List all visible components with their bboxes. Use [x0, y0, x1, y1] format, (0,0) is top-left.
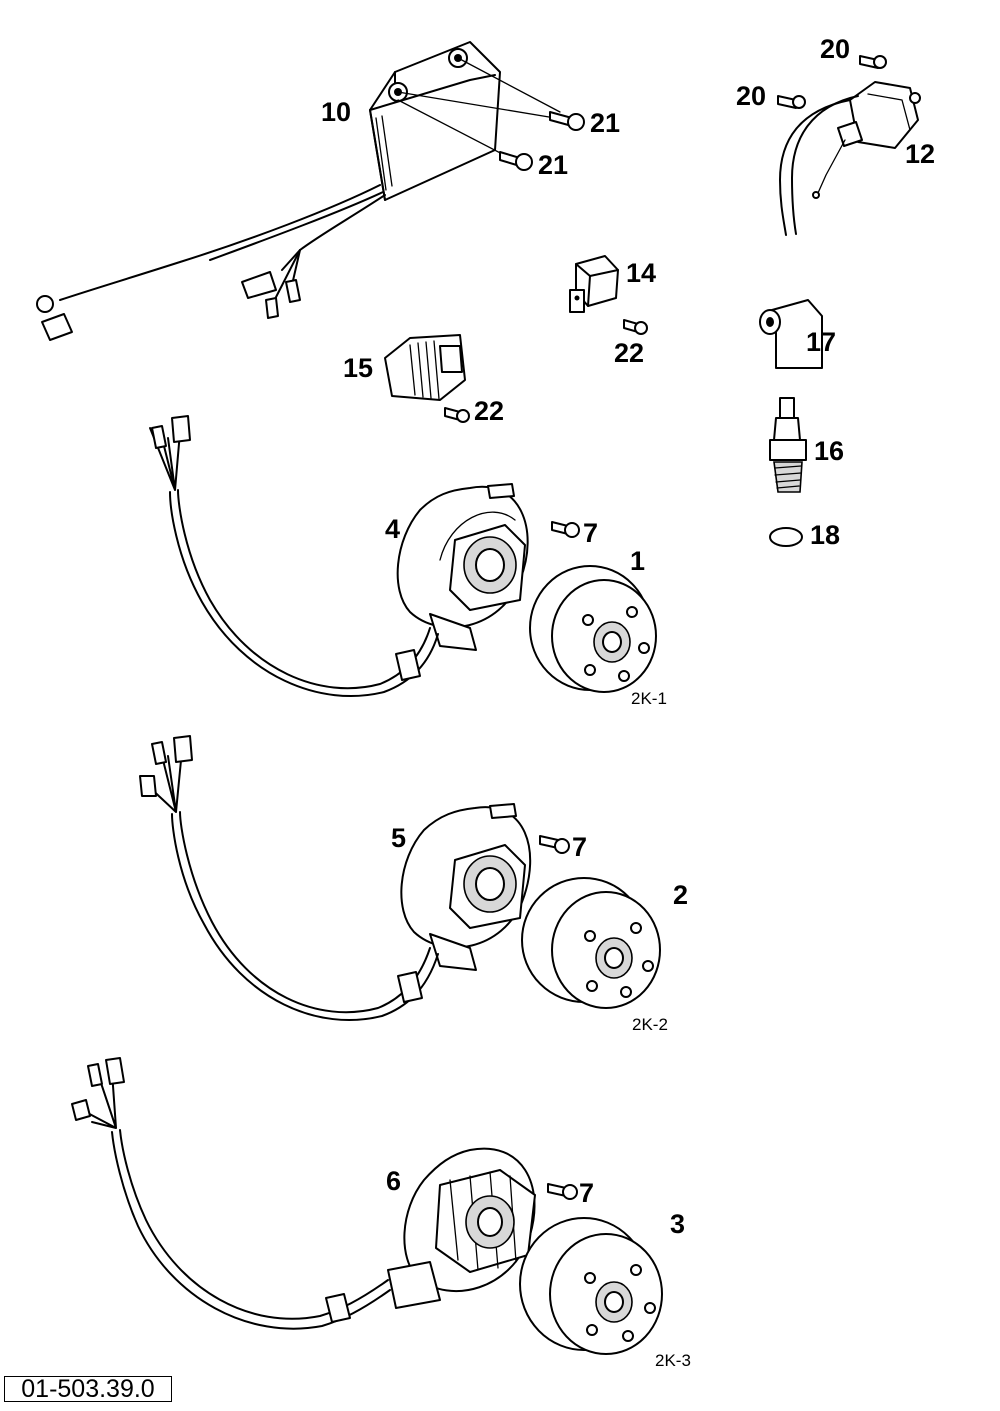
bolt-7-c	[547, 1183, 578, 1200]
callout-10: 10	[321, 97, 352, 127]
spark-plug	[769, 397, 807, 493]
stator-4	[396, 483, 529, 651]
callout-21-upper: 21	[590, 108, 621, 138]
stator-5	[400, 803, 532, 971]
callout-15: 15	[343, 353, 374, 383]
callout-18: 18	[810, 520, 841, 550]
callout-14: 14	[626, 258, 657, 288]
callout-7-c: 7	[579, 1178, 595, 1208]
bolt-21-lower	[499, 151, 533, 171]
callout-20-left: 20	[736, 81, 767, 111]
drawing-number: 01-503.39.0	[4, 1376, 172, 1402]
callout-22-right: 22	[614, 338, 645, 368]
bolt-22-right	[623, 319, 648, 335]
relay-box	[569, 255, 619, 313]
voltage-regulator	[384, 334, 466, 401]
bolt-21-upper	[549, 111, 585, 131]
callout-20-top: 20	[820, 34, 851, 64]
variant-label-2k-2: 2K-2	[632, 1015, 668, 1034]
bolt-22-left	[444, 407, 470, 423]
callout-7-a: 7	[583, 518, 599, 548]
o-ring	[769, 527, 803, 547]
callout-16: 16	[814, 436, 845, 466]
rotor-3	[519, 1217, 663, 1355]
cdi-unit	[369, 41, 561, 201]
callout-2: 2	[673, 880, 689, 910]
callout-3: 3	[670, 1209, 686, 1239]
spark-plug-cap	[759, 299, 823, 369]
callout-6: 6	[386, 1166, 402, 1196]
bolt-7-a	[551, 521, 580, 538]
variant-label-2k-3: 2K-3	[655, 1351, 691, 1370]
callout-12: 12	[905, 139, 936, 169]
cdi-harness	[36, 184, 386, 341]
callout-4: 4	[385, 514, 401, 544]
bolt-7-b	[539, 835, 570, 854]
callout-7-b: 7	[572, 832, 588, 862]
callout-17: 17	[806, 327, 837, 357]
callout-22-left: 22	[474, 396, 505, 426]
stator-5-harness	[139, 735, 439, 1021]
ignition-coil	[779, 81, 921, 236]
bolt-20-top	[859, 55, 887, 69]
rotor-2	[521, 877, 661, 1009]
bolt-20-left	[777, 95, 806, 109]
variant-label-2k-1: 2K-1	[631, 689, 667, 708]
stator-6-harness	[71, 1057, 391, 1330]
stator-4-harness	[149, 415, 439, 697]
stator-6	[387, 1147, 536, 1309]
callout-5: 5	[391, 823, 407, 853]
callout-21-lower: 21	[538, 150, 569, 180]
rotor-1	[529, 565, 657, 693]
callout-1: 1	[630, 546, 646, 576]
